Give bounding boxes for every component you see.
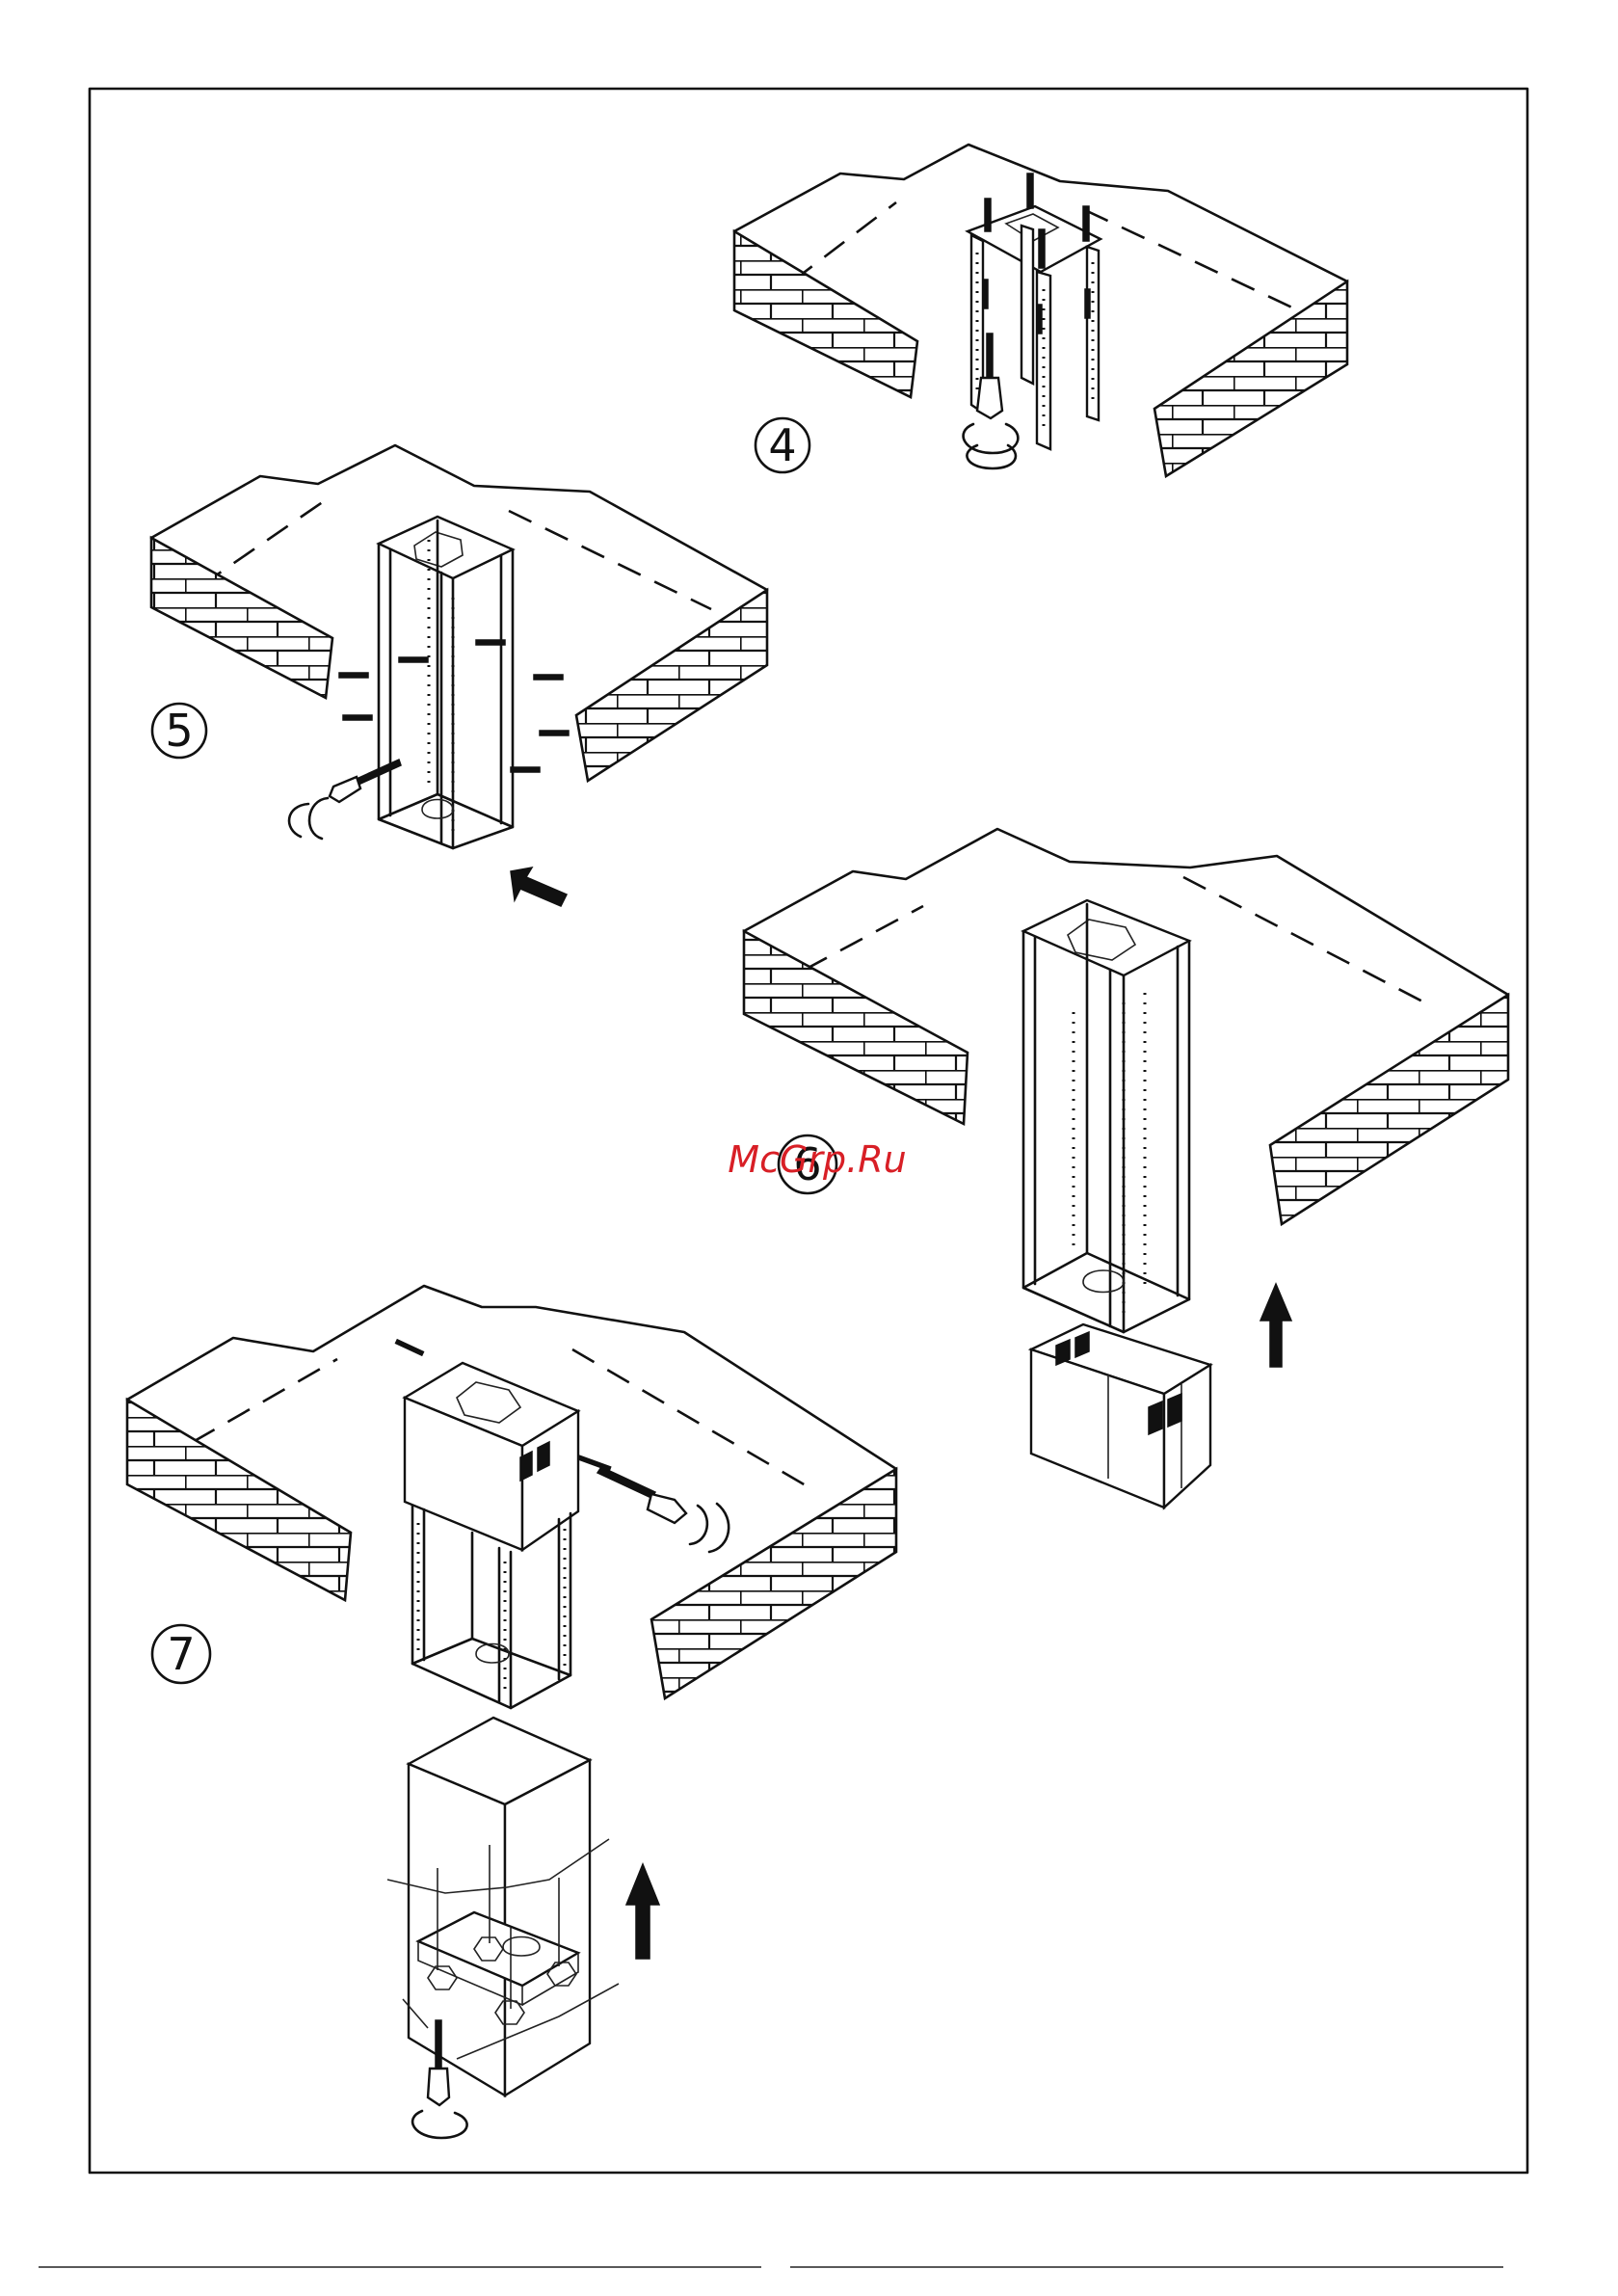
step-4-number: 4 xyxy=(768,419,796,471)
step-7-number: 7 xyxy=(167,1628,195,1680)
step-7-illustration: 7 xyxy=(127,1286,896,2138)
brick-wall-right xyxy=(1270,995,1508,1224)
brick-wall-left xyxy=(151,538,332,698)
rotate-arrow-icon xyxy=(412,2111,467,2138)
brick-wall-right xyxy=(576,590,767,781)
rotate-arrow-icon xyxy=(690,1504,729,1552)
watermark-text: McGrp.Ru xyxy=(728,1138,906,1181)
brick-wall-right xyxy=(1154,281,1347,476)
rotate-arrow-icon xyxy=(289,798,328,839)
frame-top xyxy=(1023,900,1189,975)
frame-top xyxy=(379,517,513,578)
lift-arrow-icon xyxy=(1260,1284,1291,1367)
lift-arrow-icon xyxy=(626,1864,659,1959)
screwdriver-icon xyxy=(597,1467,686,1523)
rotate-arrow-icon xyxy=(964,424,1019,468)
brick-wall-right xyxy=(651,1469,896,1698)
push-arrow-icon xyxy=(511,868,567,906)
step-5-illustration: 5 xyxy=(151,445,767,906)
step-4-illustration: 4 xyxy=(734,145,1347,476)
brick-wall-left xyxy=(127,1400,351,1600)
step-5-number: 5 xyxy=(165,705,193,757)
brick-wall-left xyxy=(744,931,968,1124)
